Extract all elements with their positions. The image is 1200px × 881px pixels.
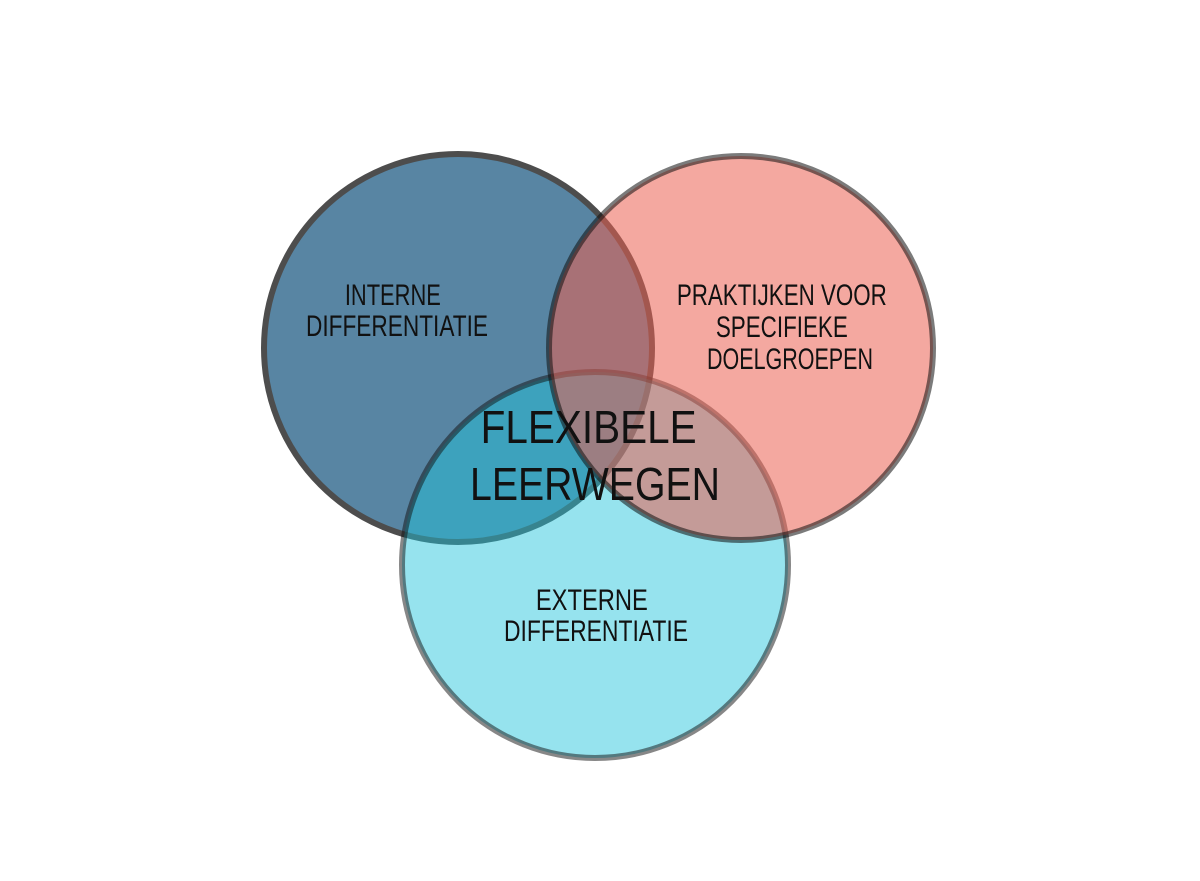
label-praktijken-line1: PRAKTIJKEN VOOR	[677, 279, 887, 312]
label-externe-line2: DIFFERENTIATIE	[504, 615, 688, 648]
label-interne-line2: DIFFERENTIATIE	[306, 310, 488, 343]
label-praktijken-line3: DOELGROEPEN	[707, 343, 873, 376]
label-interne-line1: INTERNE	[345, 279, 441, 312]
circle-praktijken-voor-specifieke-doelgroepen	[546, 153, 936, 543]
label-praktijken-line2: SPECIFIEKE	[716, 311, 848, 344]
label-center-line1: FLEXIBELE	[481, 401, 697, 453]
label-externe-line1: EXTERNE	[536, 584, 648, 617]
label-flexibele-leerwegen: FLEXIBELE LEERWEGEN	[470, 401, 720, 510]
label-interne-differentiatie: INTERNE DIFFERENTIATIE	[306, 279, 488, 343]
label-praktijken-voor-specifieke-doelgroepen: PRAKTIJKEN VOOR SPECIFIEKE DOELGROEPEN	[677, 279, 895, 376]
label-center-line2: LEERWEGEN	[470, 458, 720, 510]
label-externe-differentiatie: EXTERNE DIFFERENTIATIE	[504, 584, 688, 648]
